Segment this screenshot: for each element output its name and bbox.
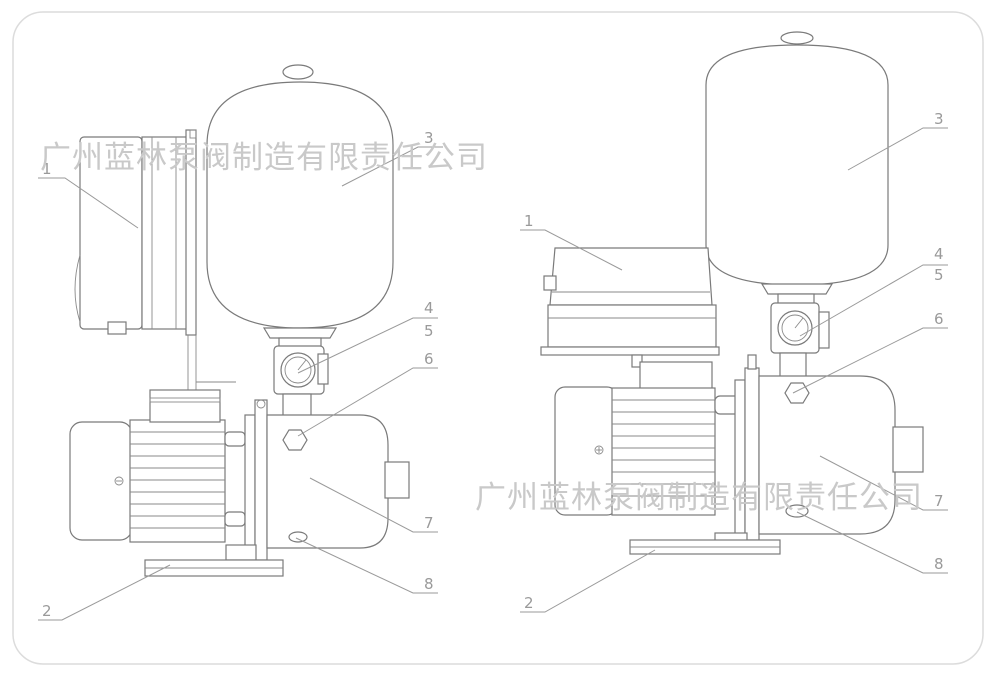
left-motor bbox=[69, 389, 246, 543]
left-label-8: 8 bbox=[424, 575, 434, 593]
left-label-4: 4 bbox=[424, 299, 434, 317]
left-controller-box bbox=[74, 129, 236, 395]
right-label-4: 4 bbox=[934, 245, 944, 263]
left-label-2: 2 bbox=[42, 602, 52, 620]
left-label-5: 5 bbox=[424, 322, 434, 340]
right-label-3: 3 bbox=[934, 110, 944, 128]
left-label-3: 3 bbox=[424, 129, 434, 147]
watermark-bottom: 广州蓝林泵阀制造有限责任公司 bbox=[475, 480, 923, 516]
left-pressure-tank bbox=[206, 64, 394, 351]
right-motor bbox=[554, 361, 742, 516]
left-pump bbox=[69, 64, 410, 577]
left-label-6: 6 bbox=[424, 350, 434, 368]
right-pump bbox=[540, 31, 924, 555]
right-label-5: 5 bbox=[934, 266, 944, 284]
right-label-1: 1 bbox=[524, 212, 534, 230]
watermark-top: 广州蓝林泵阀制造有限责任公司 bbox=[40, 140, 488, 176]
right-leader-lines bbox=[520, 127, 948, 613]
left-part-labels: 1 2 3 4 5 6 7 8 bbox=[42, 129, 434, 620]
right-base-plate bbox=[629, 532, 781, 555]
right-label-2: 2 bbox=[524, 594, 534, 612]
right-pressure-gauge bbox=[770, 302, 830, 378]
right-part-labels: 1 2 3 4 5 6 7 8 bbox=[524, 110, 944, 612]
left-pump-body bbox=[244, 399, 410, 561]
right-label-6: 6 bbox=[934, 310, 944, 328]
left-label-7: 7 bbox=[424, 514, 434, 532]
left-label-1: 1 bbox=[42, 160, 52, 178]
right-controller-box bbox=[540, 247, 720, 368]
right-label-7: 7 bbox=[934, 492, 944, 510]
left-pressure-gauge bbox=[273, 345, 329, 417]
right-pressure-tank bbox=[705, 31, 889, 305]
left-base-plate bbox=[144, 544, 284, 577]
right-label-8: 8 bbox=[934, 555, 944, 573]
left-leader-lines bbox=[38, 146, 443, 621]
